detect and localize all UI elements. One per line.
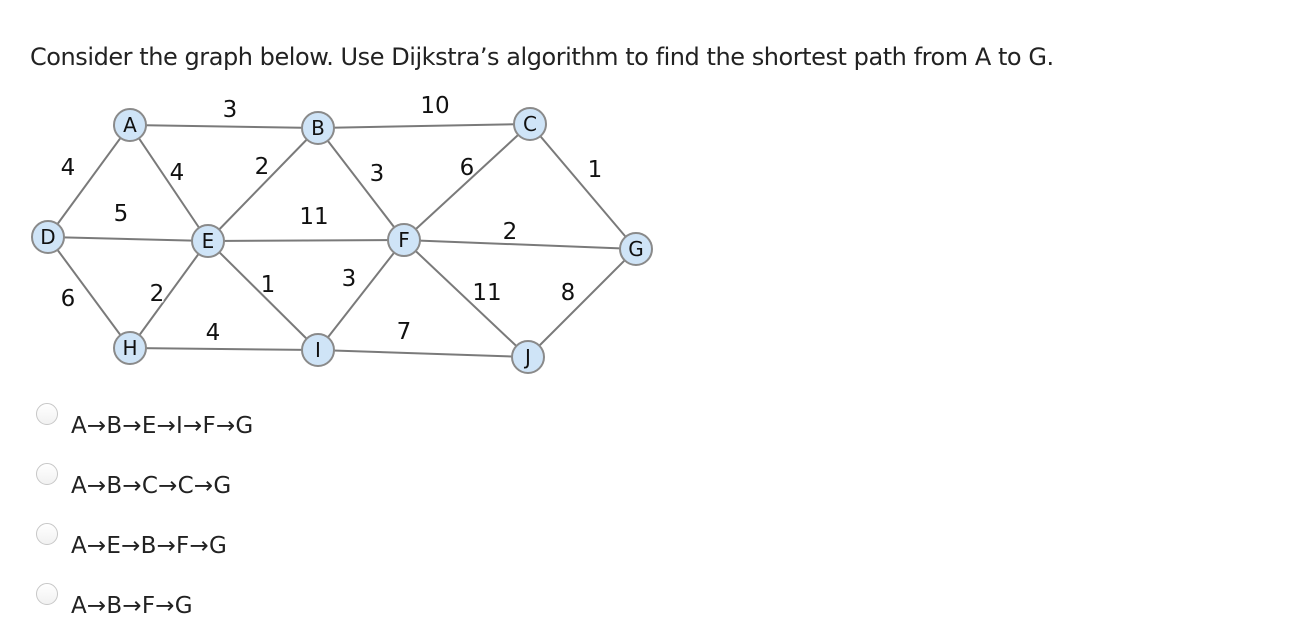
- node-label: A: [123, 113, 137, 137]
- graph-weights: 3 10 4 4 2 3 6 1 5 11 2 6 2 1 3 11 8 4 7: [59, 92, 604, 348]
- edge-b-e: [207, 127, 319, 242]
- node-circle: [387, 223, 421, 257]
- edge-e-h: [129, 240, 209, 349]
- edge-a-b: [129, 124, 319, 129]
- edge-c-f: [403, 123, 531, 241]
- answer-option-label: A→B→C→C→G: [71, 473, 232, 499]
- radio-button[interactable]: [36, 583, 58, 605]
- node-d: D: [31, 220, 65, 254]
- node-label: D: [40, 225, 55, 249]
- answer-option-label: A→B→F→G: [71, 593, 193, 619]
- node-circle: [31, 220, 65, 254]
- edge-weight-f-j: 11: [472, 280, 501, 306]
- graph-nodes: A B C D E F G H I J: [31, 107, 653, 374]
- node-circle: [113, 108, 147, 142]
- edge-weight-f-i: 3: [342, 266, 357, 292]
- radio-button[interactable]: [36, 523, 58, 545]
- edge-weight-e-i: 1: [261, 272, 276, 298]
- edge-a-d: [47, 124, 131, 238]
- edge-weight-a-d: 4: [61, 155, 76, 181]
- radio-button[interactable]: [36, 403, 58, 425]
- node-circle: [301, 111, 335, 145]
- edge-weight-a-e: 4: [170, 160, 185, 186]
- answer-option-label: A→E→B→F→G: [71, 533, 227, 559]
- node-label: F: [398, 228, 410, 252]
- node-label: B: [311, 116, 325, 140]
- graph-diagram: 3 10 4 4 2 3 6 1 5 11 2 6 2 1 3 11 8 4 7 A B C D E F G H I J: [31, 92, 653, 374]
- edge-h-i: [129, 347, 319, 351]
- node-g: G: [619, 232, 653, 266]
- node-i: I: [301, 333, 335, 367]
- node-label: I: [315, 338, 321, 362]
- node-label: J: [523, 345, 531, 369]
- edge-i-j: [317, 349, 529, 358]
- edge-weight-c-g: 1: [588, 157, 603, 183]
- node-a: A: [113, 108, 147, 142]
- edge-weight-b-f: 3: [370, 161, 385, 187]
- graph-edges: [47, 123, 637, 358]
- node-f: F: [387, 223, 421, 257]
- node-b: B: [301, 111, 335, 145]
- node-j: J: [511, 340, 545, 374]
- edge-f-g: [403, 239, 637, 250]
- edge-weight-i-j: 7: [397, 319, 412, 345]
- node-e: E: [191, 224, 225, 258]
- edge-weight-b-e: 2: [255, 154, 270, 180]
- node-label: G: [628, 237, 644, 261]
- edge-f-i: [317, 239, 405, 351]
- edge-weight-h-i: 4: [206, 320, 221, 346]
- node-label: E: [202, 229, 215, 253]
- node-circle: [619, 232, 653, 266]
- answer-option-label: A→B→E→I→F→G: [71, 413, 254, 439]
- node-circle: [191, 224, 225, 258]
- node-circle: [513, 107, 547, 141]
- edge-weight-f-g: 2: [503, 219, 518, 245]
- edge-weight-g-j: 8: [561, 280, 576, 306]
- edge-e-f: [207, 239, 405, 242]
- node-circle: [113, 331, 147, 365]
- edge-d-e: [47, 236, 209, 242]
- node-c: C: [513, 107, 547, 141]
- question-text: Consider the graph below. Use Dijkstra’s…: [30, 43, 1054, 71]
- node-h: H: [113, 331, 147, 365]
- edge-weight-e-f: 11: [299, 204, 328, 230]
- edge-b-c: [317, 123, 531, 129]
- edge-weight-e-h: 2: [150, 281, 165, 307]
- node-circle: [301, 333, 335, 367]
- edge-weight-d-h: 6: [61, 286, 76, 312]
- edge-a-e: [129, 124, 209, 242]
- edge-f-j: [403, 239, 529, 358]
- radio-button[interactable]: [36, 463, 58, 485]
- node-label: H: [122, 336, 137, 360]
- node-circle: [511, 340, 545, 374]
- edge-weight-c-f: 6: [460, 155, 475, 181]
- edge-weight-a-b: 3: [223, 97, 238, 123]
- graph-figure: 3 10 4 4 2 3 6 1 5 11 2 6 2 1 3 11 8 4 7 A B C D E F G H I J: [0, 80, 680, 390]
- edge-e-i: [207, 240, 319, 351]
- edge-weight-d-e: 5: [114, 201, 129, 227]
- edge-c-g: [529, 123, 637, 250]
- edge-d-h: [47, 236, 131, 349]
- edge-g-j: [527, 248, 637, 358]
- node-label: C: [523, 112, 537, 136]
- edge-weight-b-c: 10: [420, 93, 449, 119]
- edge-b-f: [317, 127, 405, 241]
